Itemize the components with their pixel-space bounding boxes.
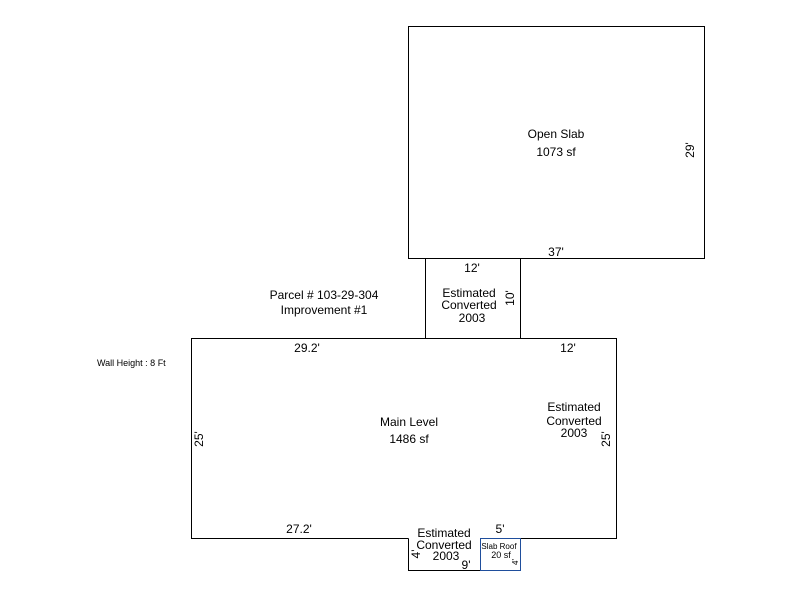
dim-open-slab-height: 29' <box>683 142 697 158</box>
lower-bump-outline <box>408 538 481 571</box>
bump-estimated: Estimated <box>417 526 470 540</box>
right-converted: Converted <box>546 414 601 428</box>
dim-slab-roof-width: 5' <box>496 522 505 536</box>
open-slab-size: 1073 sf <box>536 145 576 159</box>
dim-bump-width: 9' <box>462 558 471 572</box>
slab-roof-name: Slab Roof <box>481 542 517 551</box>
dim-connector-height: 10' <box>503 290 517 306</box>
dim-main-left: 25' <box>192 431 206 447</box>
wall-height-label: Wall Height : 8 Ft <box>97 358 166 368</box>
dim-open-slab-width: 37' <box>548 245 564 259</box>
dim-connector-width: 12' <box>464 261 480 275</box>
main-level-outline <box>191 338 426 539</box>
right-estimated: Estimated <box>547 400 600 414</box>
main-level-outline-right <box>520 338 617 539</box>
connector-estimated: Estimated <box>442 286 495 300</box>
dim-main-right: 25' <box>599 431 613 447</box>
connector-outline <box>425 258 521 339</box>
slab-roof-size: 20 sf <box>491 550 511 560</box>
dim-slab-roof-height: 4' <box>511 559 520 565</box>
connector-converted: Converted <box>441 298 496 312</box>
dim-main-bottom-left: 27.2' <box>286 522 312 536</box>
bump-year: 2003 <box>433 549 460 563</box>
improvement-number: Improvement #1 <box>281 303 368 317</box>
parcel-number: Parcel # 103-29-304 <box>270 288 379 302</box>
slab-roof-outline <box>480 538 521 571</box>
dim-main-top-right: 12' <box>560 341 576 355</box>
dim-bump-height: 4' <box>409 550 423 559</box>
open-slab-outline <box>408 26 705 259</box>
main-level-size: 1486 sf <box>389 432 429 446</box>
bump-converted: Converted <box>416 538 471 552</box>
main-level-name: Main Level <box>380 415 438 429</box>
dim-main-top-left: 29.2' <box>294 341 320 355</box>
right-year: 2003 <box>561 426 588 440</box>
open-slab-name: Open Slab <box>528 127 585 141</box>
connector-year: 2003 <box>459 311 486 325</box>
